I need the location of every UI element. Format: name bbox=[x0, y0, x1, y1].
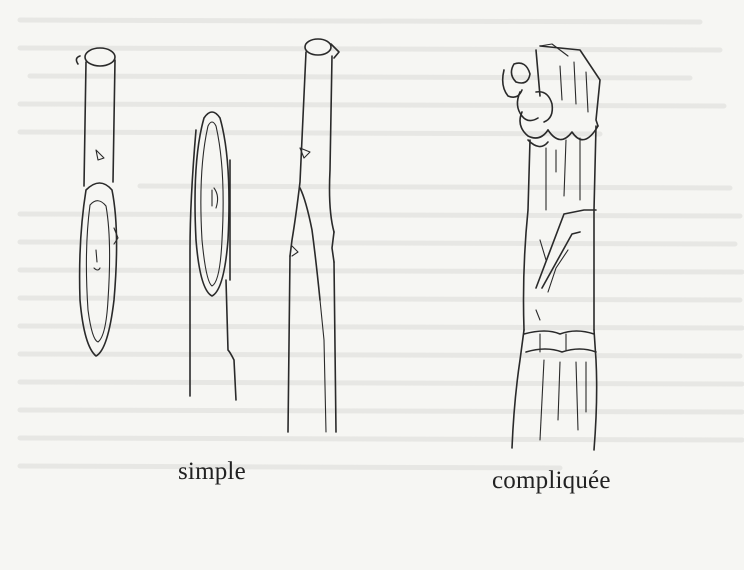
sketch-stem-with-sprout bbox=[288, 39, 339, 432]
caption-simple: simple bbox=[178, 458, 246, 486]
sketch-stem-open-face bbox=[190, 112, 236, 400]
caption-complex: compliquée bbox=[492, 467, 611, 495]
sketch-stem-oval-cut bbox=[76, 48, 118, 356]
sketch-stem-shattered bbox=[503, 44, 600, 450]
